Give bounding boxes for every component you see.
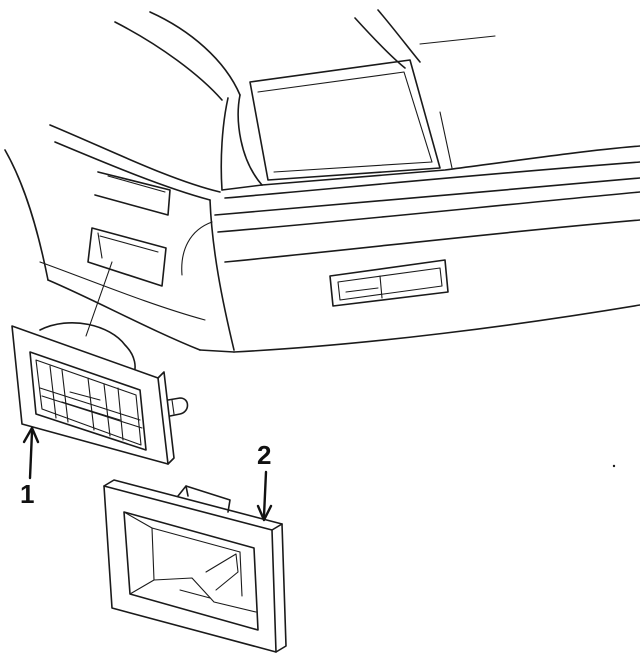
callout-number-1: 1 <box>20 479 35 509</box>
car-rear-quarter <box>4 9 640 353</box>
callout-arrow-2 <box>256 470 273 522</box>
callout-number-2: 2 <box>257 440 272 470</box>
lamp-housing <box>103 479 287 653</box>
callout-arrow-1 <box>22 426 40 480</box>
stray-dot <box>612 464 616 468</box>
side-marker-lamp <box>11 322 189 465</box>
